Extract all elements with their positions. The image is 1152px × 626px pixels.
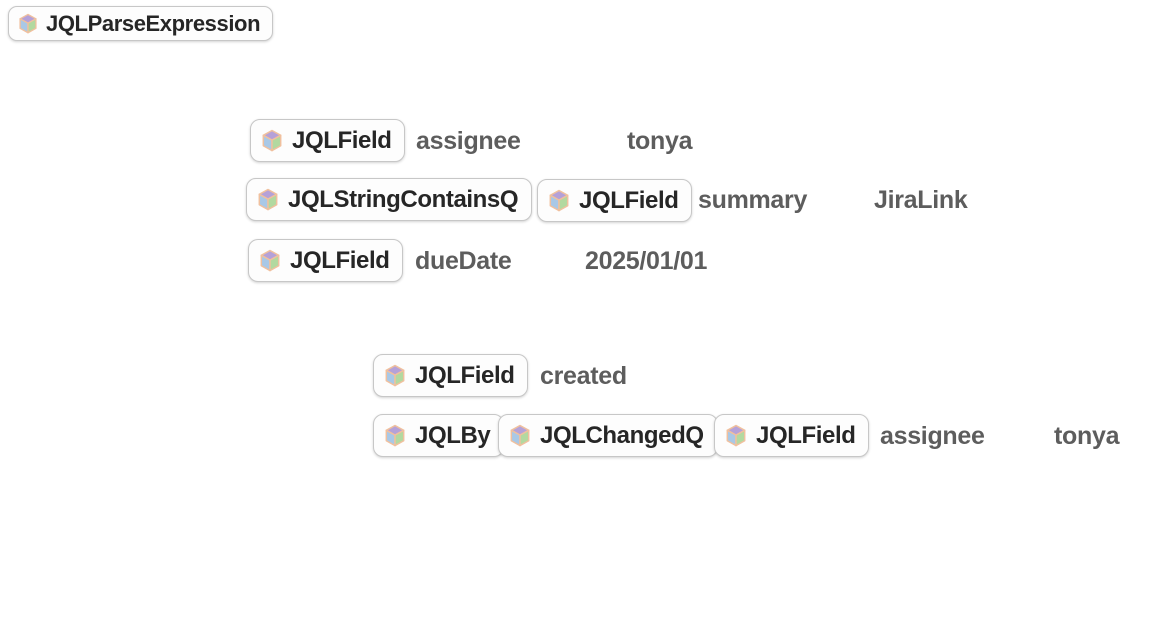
field-name-literal: summary — [698, 186, 808, 214]
wolfram-cube-icon — [258, 188, 278, 210]
symbol-pill-jqlchangedq[interactable]: JQLChangedQ — [498, 414, 718, 457]
wolfram-cube-icon — [726, 424, 746, 446]
symbol-pill-jqlfield[interactable]: JQLField — [248, 239, 404, 282]
date-literal: 2025/01/01 — [585, 247, 708, 275]
field-name-literal: assignee — [416, 127, 521, 155]
symbol-pill-jqlfield[interactable]: JQLField — [373, 354, 529, 397]
wolfram-cube-icon — [260, 249, 280, 271]
wolfram-cube-icon — [19, 13, 37, 33]
field-name-literal: dueDate — [415, 247, 512, 275]
field-name-literal: created — [540, 362, 627, 390]
symbol-pill-label: JQLParseExpression — [46, 10, 261, 36]
symbol-pill-label: JQLField — [290, 246, 390, 274]
field-value-literal: tonya — [1054, 422, 1120, 450]
symbol-pill-label: JQLChangedQ — [540, 421, 704, 449]
symbol-pill-jqlfield[interactable]: JQLField — [250, 119, 406, 162]
symbol-pill-label: JQLBy — [415, 421, 491, 449]
wolfram-cube-icon — [549, 189, 569, 211]
symbol-pill-label: JQLField — [756, 421, 856, 449]
field-name-literal: assignee — [880, 422, 985, 450]
wolfram-cube-icon — [385, 424, 405, 446]
symbol-pill-jqlfield[interactable]: JQLField — [714, 414, 870, 457]
symbol-pill-label: JQLField — [579, 186, 679, 214]
symbol-pill-jqlfield[interactable]: JQLField — [537, 179, 693, 222]
symbol-pill-label: JQLStringContainsQ — [288, 185, 519, 213]
wolfram-cube-icon — [262, 129, 282, 151]
field-value-literal: JiraLink — [874, 186, 968, 214]
symbol-pill-jqlstringcontainsq[interactable]: JQLStringContainsQ — [246, 178, 533, 221]
wolfram-cube-icon — [385, 364, 405, 386]
symbol-pill-jqlby[interactable]: JQLBy — [373, 414, 505, 457]
field-value-literal: tonya — [627, 127, 693, 155]
symbol-pill-label: JQLField — [292, 126, 392, 154]
wolfram-cube-icon — [510, 424, 530, 446]
symbol-pill-label: JQLField — [415, 361, 515, 389]
symbol-pill-jqlparseexpression[interactable]: JQLParseExpression — [8, 6, 274, 41]
